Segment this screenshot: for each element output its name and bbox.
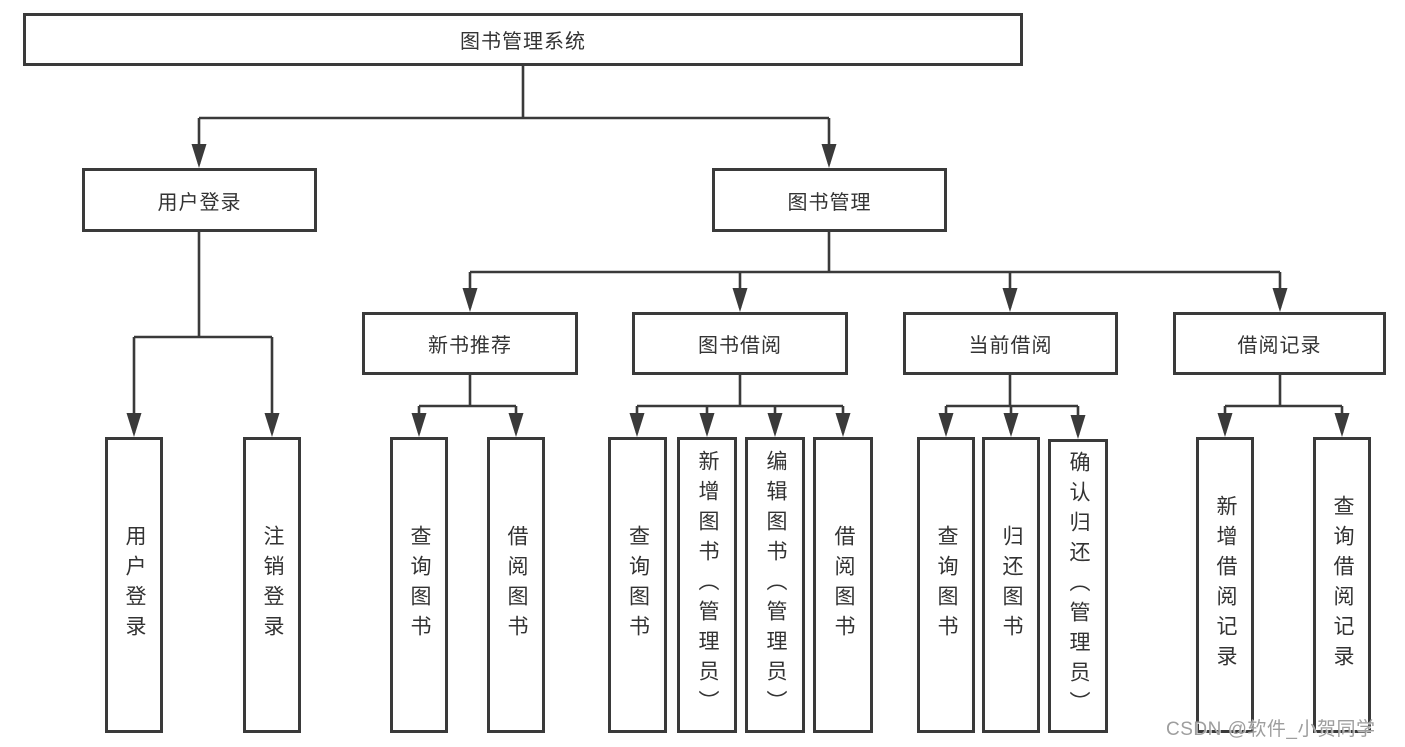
node-confirm-return-admin: 确认归还（管理员） [1048, 439, 1108, 733]
node-user-login: 用户登录 [82, 168, 317, 232]
node-add-books-admin: 新增图书（管理员） [677, 437, 737, 733]
arrowhead-icon [1272, 288, 1288, 312]
node-borrow-books-2: 借阅图书 [813, 437, 873, 733]
arrowhead-icon [411, 413, 427, 437]
watermark-text: CSDN @软件_小贺同学 [1166, 719, 1376, 740]
node-user-login-leaf: 用户登录 [105, 437, 163, 733]
node-label-system-root: 图书管理系统 [460, 31, 586, 53]
node-label-borrow-books-2: 借阅图书 [832, 525, 855, 645]
arrowhead-icon [938, 413, 954, 437]
arrowhead-icon [1217, 413, 1233, 437]
arrowhead-icon [1070, 415, 1086, 439]
node-label-borrowing-records: 借阅记录 [1237, 335, 1322, 357]
node-label-query-borrow-record: 查询借阅记录 [1331, 495, 1354, 675]
arrowhead-icon [835, 413, 851, 437]
node-edit-books-admin: 编辑图书（管理员） [745, 437, 805, 733]
node-return-books: 归还图书 [982, 437, 1040, 733]
node-logout-leaf: 注销登录 [243, 437, 301, 733]
node-label-borrow-books-1: 借阅图书 [505, 525, 528, 645]
node-add-borrow-record: 新增借阅记录 [1196, 437, 1254, 733]
node-label-logout-leaf: 注销登录 [261, 525, 284, 645]
arrowhead-icon [191, 144, 207, 168]
arrowhead-icon [508, 413, 524, 437]
arrowhead-icon [1334, 413, 1350, 437]
node-book-borrowing: 图书借阅 [632, 312, 848, 375]
node-book-management: 图书管理 [712, 168, 947, 232]
arrowhead-icon [699, 413, 715, 437]
node-label-query-books-1: 查询图书 [408, 525, 431, 645]
node-label-add-borrow-record: 新增借阅记录 [1214, 495, 1237, 675]
node-label-user-login-leaf: 用户登录 [123, 525, 146, 645]
arrowhead-icon [462, 288, 478, 312]
node-label-query-books-2: 查询图书 [626, 525, 650, 645]
node-label-add-books-admin: 新增图书（管理员） [696, 450, 719, 720]
node-query-books-2: 查询图书 [608, 437, 667, 733]
arrowhead-icon [126, 413, 142, 437]
node-new-book-recommend: 新书推荐 [362, 312, 578, 375]
node-label-book-borrowing: 图书借阅 [698, 335, 782, 357]
node-borrow-books-1: 借阅图书 [487, 437, 545, 733]
node-label-new-book-recommend: 新书推荐 [428, 335, 512, 357]
node-borrowing-records: 借阅记录 [1173, 312, 1386, 375]
arrowhead-icon [732, 288, 748, 312]
node-query-books-3: 查询图书 [917, 437, 975, 733]
arrowhead-icon [1002, 288, 1018, 312]
node-system-root: 图书管理系统 [23, 13, 1023, 66]
node-query-books-1: 查询图书 [390, 437, 448, 733]
arrowhead-icon [767, 413, 783, 437]
node-label-return-books: 归还图书 [1000, 525, 1023, 645]
node-label-book-management: 图书管理 [787, 191, 872, 214]
arrowhead-icon [264, 413, 280, 437]
arrowhead-icon [1003, 413, 1019, 437]
arrowhead-icon [821, 144, 837, 168]
connector-lines [132, 66, 1344, 435]
node-query-borrow-record: 查询借阅记录 [1313, 437, 1371, 733]
node-label-user-login: 用户登录 [157, 191, 242, 214]
arrowhead-icon [629, 413, 645, 437]
node-current-borrowing: 当前借阅 [903, 312, 1118, 375]
node-label-current-borrowing: 当前借阅 [968, 335, 1053, 357]
node-label-query-books-3: 查询图书 [935, 525, 958, 645]
node-label-edit-books-admin: 编辑图书（管理员） [764, 450, 787, 720]
node-label-confirm-return-admin: 确认归还（管理员） [1067, 451, 1090, 721]
